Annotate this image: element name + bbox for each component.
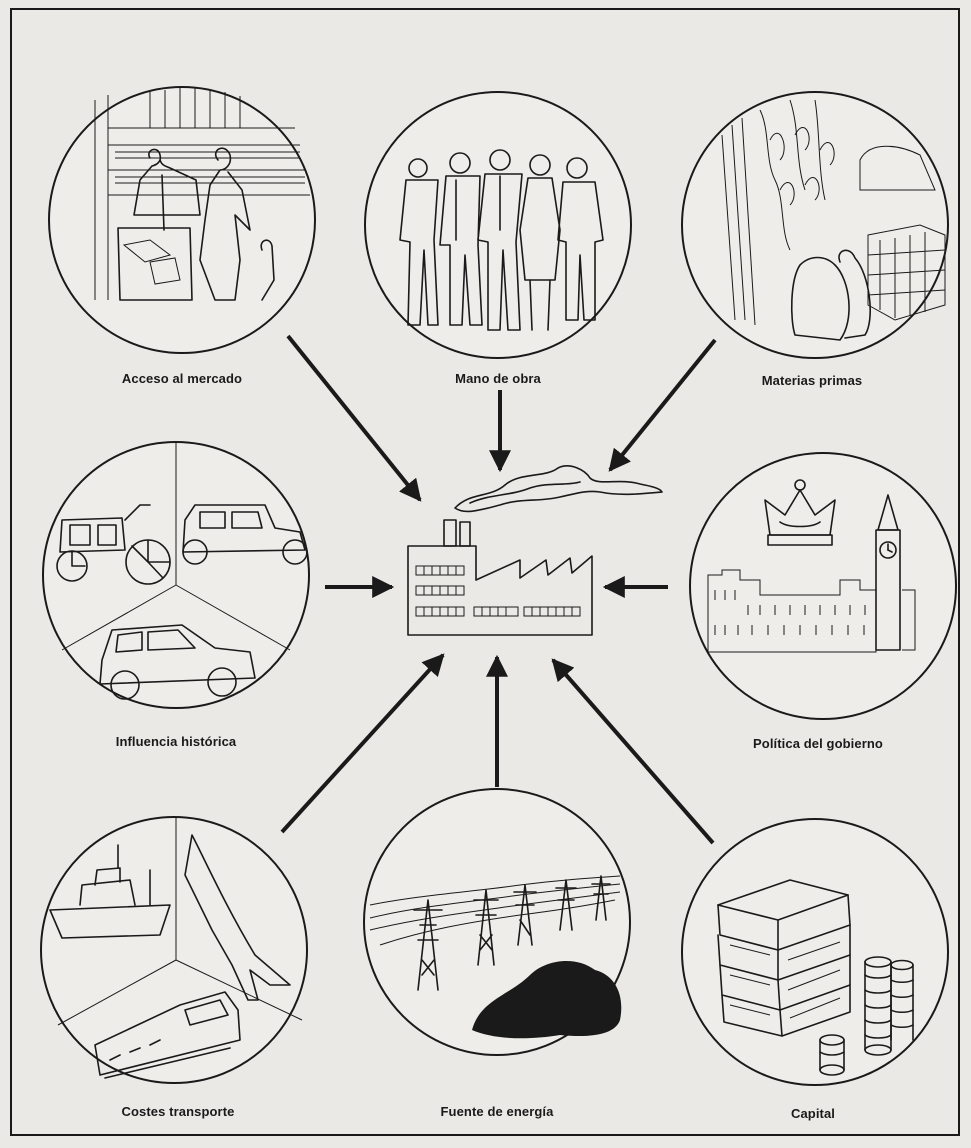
transport-icon [40,816,308,1084]
label-transport: Costes transporte [121,1104,235,1119]
label-government: Política del gobierno [753,736,883,751]
label-energy: Fuente de energía [440,1104,554,1119]
money-icon [681,818,949,1086]
diagram-frame [10,8,960,1136]
arrows [280,334,717,845]
arrow-capital [551,658,715,845]
vehicles-history-icon [42,441,310,709]
power-lines-icon [363,788,631,1056]
workers-icon [364,91,632,359]
government-icon [689,452,957,720]
label-raw-materials: Materias primas [761,373,863,388]
factory-icon [407,465,663,636]
label-market: Acceso al mercado [121,371,243,386]
label-labour: Mano de obra [455,371,541,386]
label-capital: Capital [790,1106,836,1121]
raw-materials-icon [681,91,949,359]
label-history: Influencia histórica [115,734,237,749]
shop-icon [48,86,316,354]
arrow-transport [280,653,445,834]
arrow-market [286,334,422,502]
arrow-raw [608,338,717,472]
